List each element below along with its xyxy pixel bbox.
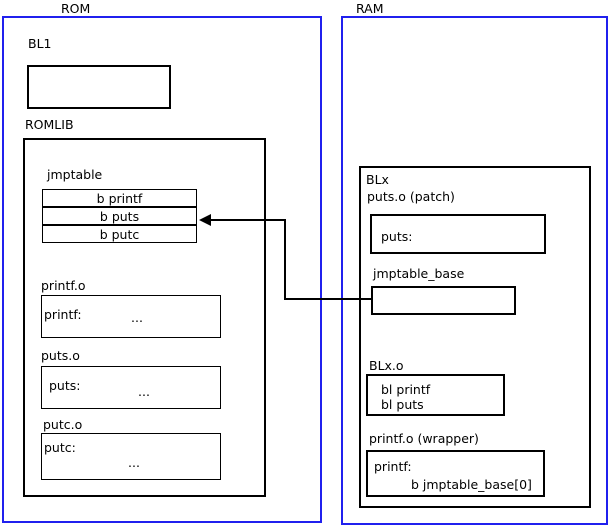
printf-o-symbol: printf: [44, 307, 82, 322]
jmptable-base-label: jmptable_base [373, 266, 465, 281]
printf-o-ellipsis: ... [131, 310, 143, 325]
jmptable-base-box [371, 286, 516, 315]
putc-o-ellipsis: ... [128, 455, 140, 470]
connector-segment-vertical [284, 219, 286, 300]
jmptable-row-b-printf: b printf [42, 189, 197, 207]
printf-o-box: printf: ... [41, 295, 221, 338]
jmptable-row-b-puts: b puts [42, 207, 197, 225]
putc-o-box: putc: ... [41, 433, 221, 480]
puts-o-patch-box: puts: [370, 214, 546, 254]
puts-o-patch-label: puts.o (patch) [367, 189, 455, 204]
ram-region-title: RAM [356, 1, 384, 16]
bl1-label: BL1 [28, 36, 52, 51]
romlib-label: ROMLIB [25, 117, 74, 132]
jmptable-row-b-putc: b putc [42, 225, 197, 243]
blx-o-line-bl-puts: bl puts [381, 397, 424, 412]
ram-region-boundary [341, 16, 608, 525]
printf-o-wrapper-label: printf.o (wrapper) [369, 431, 479, 446]
printf-o-wrapper-symbol: printf: [374, 459, 412, 474]
blx-label: BLx [366, 172, 389, 187]
puts-o-box: puts: ... [41, 366, 221, 409]
printf-o-wrapper-box: printf: b jmptable_base[0] [366, 450, 545, 497]
puts-o-patch-symbol: puts: [381, 229, 413, 244]
puts-o-ellipsis: ... [138, 384, 150, 399]
rom-region-title: ROM [61, 1, 91, 16]
rom-region-boundary [2, 16, 322, 523]
bl1-box [27, 65, 171, 109]
connector-arrowhead-icon [199, 214, 211, 226]
putc-o-label: putc.o [43, 417, 83, 432]
puts-o-symbol: puts: [49, 378, 81, 393]
blx-o-box: bl printf bl puts [366, 374, 505, 416]
printf-o-wrapper-instruction: b jmptable_base[0] [411, 477, 532, 492]
putc-o-symbol: putc: [44, 440, 76, 455]
jmptable-label: jmptable [47, 167, 103, 182]
printf-o-label: printf.o [41, 278, 86, 293]
connector-segment-horizontal-upper [210, 219, 286, 221]
blx-o-line-bl-printf: bl printf [381, 382, 431, 397]
blx-o-label: BLx.o [369, 358, 404, 373]
puts-o-label: puts.o [41, 348, 80, 363]
connector-segment-horizontal-lower [284, 298, 371, 300]
